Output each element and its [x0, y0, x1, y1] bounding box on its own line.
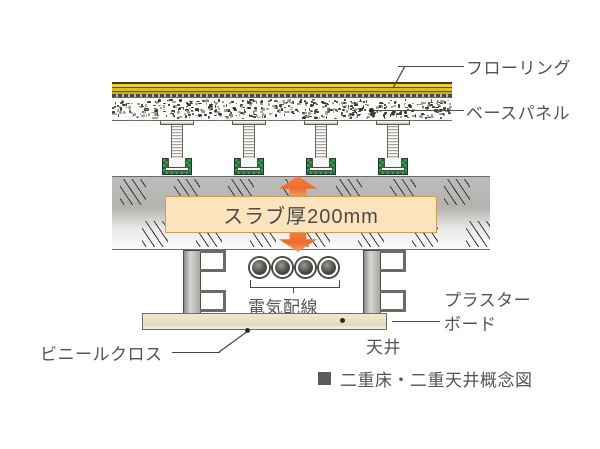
pedestal-foot-plate [309, 167, 333, 171]
base-panel-leader-dot [369, 108, 374, 113]
flooring-divider-upper [112, 87, 452, 88]
pedestal-foot-plate [237, 167, 261, 171]
slab-hatch-mark [466, 221, 490, 247]
pedestal-cap [160, 120, 194, 125]
slab-hatch-mark [142, 221, 168, 247]
ceiling-hanger [363, 250, 421, 315]
electrical-conduit [273, 258, 292, 277]
hanger-post [363, 250, 381, 315]
caption-text: 二重床・二重天井概念図 [340, 371, 533, 390]
electrical-wiring-leader [293, 287, 294, 293]
caption-square-icon [318, 372, 331, 385]
hanger-bracket-lower [200, 290, 226, 312]
flooring-divider-lower [112, 91, 452, 92]
pedestal-foot-plate [165, 167, 189, 171]
plaster-board-leader [392, 321, 440, 322]
flooring-layer-lower [112, 92, 452, 94]
base-panel-leader [372, 110, 464, 111]
hanger-bracket-upper [380, 250, 406, 272]
pedestal-support [304, 120, 338, 175]
flooring-underlay-band [112, 94, 452, 97]
pedestal-shaft [171, 125, 183, 158]
electrical-conduit [250, 258, 269, 277]
vinyl-cloth-leader-horizontal [172, 352, 220, 353]
pedestal-support [232, 120, 266, 175]
label-electrical-wiring: 電気配線 [248, 298, 318, 317]
label-plaster-board-line1: プラスター [444, 291, 532, 310]
hanger-bracket-upper [200, 250, 226, 272]
electrical-conduit [319, 258, 338, 277]
label-vinyl-cloth: ビニールクロス [40, 345, 163, 364]
vinyl-cloth-leader-dot [245, 328, 250, 333]
hanger-post [183, 250, 201, 315]
electrical-wiring-bracket [250, 280, 340, 288]
label-flooring: フローリング [466, 59, 571, 78]
flooring-layer-stack [112, 82, 452, 97]
slab-thickness-arrow-down [279, 230, 317, 252]
flooring-layer-middle [112, 88, 452, 91]
base-panel [112, 97, 452, 121]
flooring-leader-diagonal [392, 65, 406, 89]
hanger-bracket-lower [380, 290, 406, 312]
flooring-leader-horizontal [398, 66, 464, 67]
vinyl-cloth-layer [142, 326, 387, 330]
ceiling-hanger [183, 250, 241, 315]
flooring-layer-upper [112, 84, 452, 87]
pedestal-cap [232, 120, 266, 125]
pedestal-shaft [315, 125, 327, 158]
label-ceiling: 天井 [366, 338, 401, 357]
pedestal-foot-plate [381, 167, 405, 171]
label-base-panel: ベースパネル [466, 104, 571, 123]
pedestal-shaft [243, 125, 255, 158]
flooring-top-line [112, 82, 452, 84]
label-plaster-board-line2: ボード [444, 315, 497, 334]
slab-hatch-mark [444, 179, 470, 205]
pedestal-support [376, 120, 410, 175]
vinyl-cloth-leader-diagonal [218, 330, 249, 353]
pedestal-shaft [387, 125, 399, 158]
slab-thickness-arrow-up [279, 176, 317, 198]
slab-thickness-text: スラブ厚200mm [223, 206, 379, 228]
ceiling-leader-dot [340, 318, 345, 323]
slab-hatch-mark [120, 179, 146, 205]
pedestal-cap [376, 120, 410, 125]
slab-thickness-callout: スラブ厚200mm [165, 196, 437, 233]
electrical-conduit [296, 258, 315, 277]
caption: 二重床・二重天井概念図 [318, 366, 533, 391]
pedestal-cap [304, 120, 338, 125]
pedestal-support [160, 120, 194, 175]
